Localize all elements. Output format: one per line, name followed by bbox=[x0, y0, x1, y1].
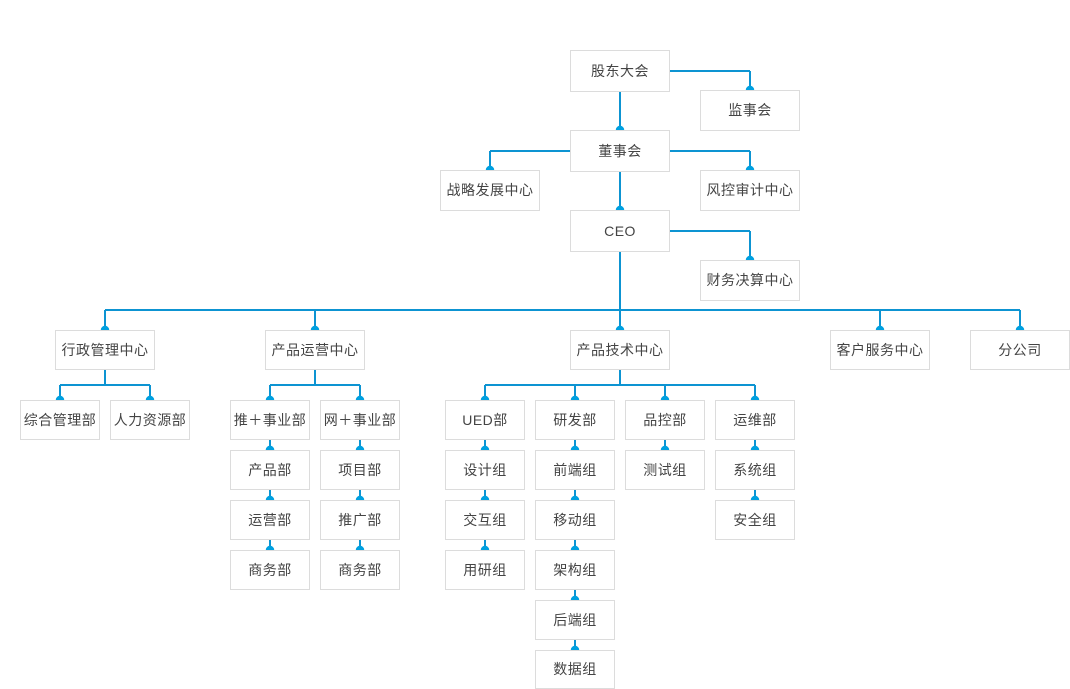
org-node-n33[interactable]: 品控部 bbox=[625, 400, 705, 440]
org-node-n26[interactable]: 用研组 bbox=[445, 550, 525, 590]
org-node-label: 数据组 bbox=[553, 661, 597, 678]
org-node-n24[interactable]: 设计组 bbox=[445, 450, 525, 490]
org-node-n29[interactable]: 移动组 bbox=[535, 500, 615, 540]
org-node-n4[interactable]: 战略发展中心 bbox=[440, 170, 540, 211]
org-node-label: 产品技术中心 bbox=[576, 341, 664, 358]
org-node-label: 项目部 bbox=[338, 461, 382, 478]
org-node-n11[interactable]: 客户服务中心 bbox=[830, 330, 930, 370]
org-node-n19[interactable]: 网＋事业部 bbox=[320, 400, 400, 440]
org-node-label: 移动组 bbox=[553, 511, 597, 528]
org-node-label: 分公司 bbox=[998, 341, 1042, 358]
org-node-label: 交互组 bbox=[463, 511, 507, 528]
org-node-label: 安全组 bbox=[733, 511, 777, 528]
org-node-label: 人力资源部 bbox=[113, 411, 187, 428]
org-node-n6[interactable]: CEO bbox=[570, 210, 670, 252]
org-node-label: 财务决算中心 bbox=[706, 272, 794, 289]
org-node-n3[interactable]: 董事会 bbox=[570, 130, 670, 172]
org-node-label: 网＋事业部 bbox=[323, 411, 397, 428]
org-node-n16[interactable]: 产品部 bbox=[230, 450, 310, 490]
org-node-label: 客户服务中心 bbox=[836, 341, 924, 358]
org-node-label: 商务部 bbox=[338, 561, 382, 578]
org-node-n32[interactable]: 数据组 bbox=[535, 650, 615, 689]
org-node-n12[interactable]: 分公司 bbox=[970, 330, 1070, 370]
org-node-label: 综合管理部 bbox=[23, 411, 97, 428]
org-node-n36[interactable]: 系统组 bbox=[715, 450, 795, 490]
org-node-n5[interactable]: 风控审计中心 bbox=[700, 170, 800, 211]
org-node-n7[interactable]: 财务决算中心 bbox=[700, 260, 800, 301]
org-node-label: 推广部 bbox=[338, 511, 382, 528]
org-node-label: CEO bbox=[604, 222, 636, 239]
org-node-n35[interactable]: 运维部 bbox=[715, 400, 795, 440]
org-node-n8[interactable]: 行政管理中心 bbox=[55, 330, 155, 370]
org-node-label: 监事会 bbox=[728, 102, 772, 119]
org-node-label: 股东大会 bbox=[591, 62, 649, 79]
org-node-n21[interactable]: 推广部 bbox=[320, 500, 400, 540]
org-node-n14[interactable]: 人力资源部 bbox=[110, 400, 190, 440]
org-node-n23[interactable]: UED部 bbox=[445, 400, 525, 440]
org-node-n13[interactable]: 综合管理部 bbox=[20, 400, 100, 440]
org-node-n1[interactable]: 股东大会 bbox=[570, 50, 670, 92]
org-node-n15[interactable]: 推＋事业部 bbox=[230, 400, 310, 440]
org-node-n2[interactable]: 监事会 bbox=[700, 90, 800, 131]
org-node-n37[interactable]: 安全组 bbox=[715, 500, 795, 540]
org-node-label: 推＋事业部 bbox=[233, 411, 307, 428]
org-node-label: 行政管理中心 bbox=[61, 341, 149, 358]
org-node-label: 运维部 bbox=[733, 411, 777, 428]
org-node-n20[interactable]: 项目部 bbox=[320, 450, 400, 490]
org-node-label: 战略发展中心 bbox=[446, 182, 534, 199]
org-node-label: 研发部 bbox=[553, 411, 597, 428]
org-node-n30[interactable]: 架构组 bbox=[535, 550, 615, 590]
org-node-n9[interactable]: 产品运营中心 bbox=[265, 330, 365, 370]
org-node-n10[interactable]: 产品技术中心 bbox=[570, 330, 670, 370]
org-node-label: 风控审计中心 bbox=[706, 182, 794, 199]
org-node-label: 产品部 bbox=[248, 461, 292, 478]
org-node-n25[interactable]: 交互组 bbox=[445, 500, 525, 540]
org-node-label: UED部 bbox=[462, 411, 508, 428]
org-node-label: 商务部 bbox=[248, 561, 292, 578]
org-node-label: 前端组 bbox=[553, 461, 597, 478]
org-node-n22[interactable]: 商务部 bbox=[320, 550, 400, 590]
org-node-label: 架构组 bbox=[553, 561, 597, 578]
org-node-n31[interactable]: 后端组 bbox=[535, 600, 615, 640]
org-node-label: 运营部 bbox=[248, 511, 292, 528]
org-node-n28[interactable]: 前端组 bbox=[535, 450, 615, 490]
org-node-n34[interactable]: 测试组 bbox=[625, 450, 705, 490]
org-node-n27[interactable]: 研发部 bbox=[535, 400, 615, 440]
org-node-n18[interactable]: 商务部 bbox=[230, 550, 310, 590]
org-node-label: 后端组 bbox=[553, 611, 597, 628]
org-node-label: 用研组 bbox=[463, 561, 507, 578]
org-node-label: 设计组 bbox=[463, 461, 507, 478]
org-node-label: 董事会 bbox=[598, 142, 642, 159]
org-node-label: 系统组 bbox=[733, 461, 777, 478]
org-node-label: 品控部 bbox=[643, 411, 687, 428]
org-node-label: 测试组 bbox=[643, 461, 687, 478]
org-node-label: 产品运营中心 bbox=[271, 341, 359, 358]
org-node-n17[interactable]: 运营部 bbox=[230, 500, 310, 540]
